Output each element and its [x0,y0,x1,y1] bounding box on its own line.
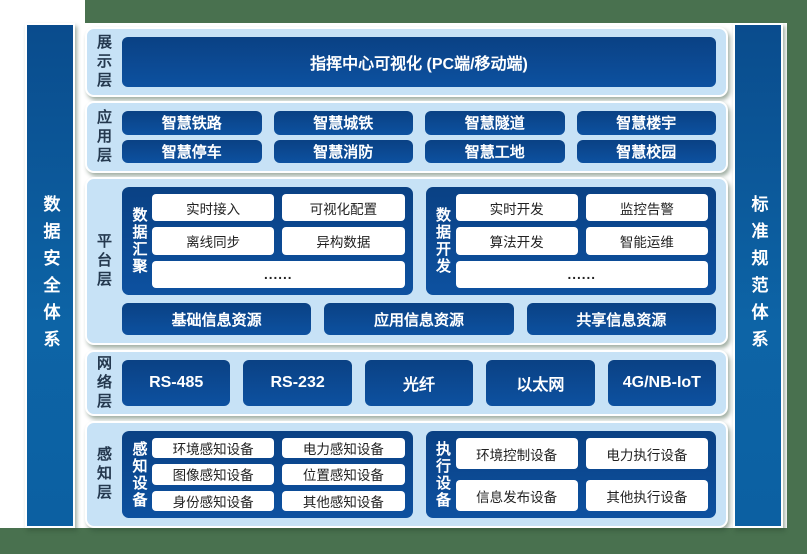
net-box-rs485: RS-485 [122,360,231,406]
pill-other-actuator: 其他执行设备 [585,480,708,511]
command-center-bar: 指挥中心可视化 (PC端/移动端) [122,37,716,87]
pill-visual-config: 可视化配置 [282,194,405,222]
perception-layer-label: 感知层 [87,423,120,526]
actuator-devices-title-text: 执行设备 [434,440,451,509]
actuator-devices-title: 执行设备 [430,438,456,511]
display-layer-body: 指挥中心可视化 (PC端/移动端) [120,29,726,95]
perception-layer-body: 感知设备 环境感知设备 电力感知设备 图像感知设备 位置感知设备 身份感知设备 [120,423,726,526]
pill-more-aggregation: ...... [152,260,405,288]
sensing-devices-group: 感知设备 环境感知设备 电力感知设备 图像感知设备 位置感知设备 身份感知设备 [122,431,413,518]
net-box-4g-nbiot: 4G/NB-IoT [607,360,717,406]
pill-power-sensing: 电力感知设备 [282,438,405,459]
pill-intelligent-ops: 智能运维 [585,227,708,255]
data-development-group: 数据开发 实时开发 监控告警 算法开发 智能运维 ...... [425,187,716,295]
perception-layer-label-text: 感知层 [95,446,112,503]
net-box-fiber: 光纤 [364,360,474,406]
app-box-smart-fire: 智慧消防 [273,139,413,163]
app-box-smart-site: 智慧工地 [425,139,565,163]
pill-realtime-dev: 实时开发 [455,194,578,222]
resource-basic-info: 基础信息资源 [122,303,312,335]
application-layer-body: 智慧铁路 智慧城铁 智慧隧道 智慧楼宇 智慧停车 智慧消防 智慧工地 智慧校园 [120,103,726,171]
network-layer-body: RS-485 RS-232 光纤 以太网 4G/NB-IoT [120,352,726,414]
pillar-data-security-label: 数据安全体系 [40,194,60,357]
network-layer-label: 网络层 [87,352,120,414]
platform-layer-panel: 平台层 数据汇聚 实时接入 可视化配置 离线同步 异构数据 [85,177,728,345]
pill-env-control: 环境控制设备 [455,438,578,469]
data-aggregation-title: 数据汇聚 [126,194,152,288]
net-box-rs232: RS-232 [243,360,352,406]
pill-info-publish: 信息发布设备 [455,480,578,511]
display-layer-label: 展示层 [87,29,120,95]
app-box-smart-railway: 智慧铁路 [122,111,262,135]
display-layer-panel: 展示层 指挥中心可视化 (PC端/移动端) [85,27,728,97]
resource-shared-info: 共享信息资源 [526,303,716,335]
resource-application-info: 应用信息资源 [324,303,514,335]
pill-env-sensing: 环境感知设备 [152,438,275,459]
data-development-title: 数据开发 [430,194,456,288]
app-box-smart-metro: 智慧城铁 [273,111,413,135]
pill-power-actuator: 电力执行设备 [585,438,708,469]
perception-layer-panel: 感知层 感知设备 环境感知设备 电力感知设备 图像感知设备 位置感知 [85,421,728,528]
pillar-standards: 标准规范体系 [733,23,783,528]
application-layer-label: 应用层 [87,103,120,171]
pill-other-sensing: 其他感知设备 [282,490,405,511]
data-aggregation-group: 数据汇聚 实时接入 可视化配置 离线同步 异构数据 ...... [122,187,413,295]
sensing-devices-title: 感知设备 [126,438,152,511]
platform-layer-body: 数据汇聚 实时接入 可视化配置 离线同步 异构数据 ...... [120,179,726,343]
platform-layer-label-text: 平台层 [95,232,112,290]
network-layer-panel: 网络层 RS-485 RS-232 光纤 以太网 4G/NB-IoT [85,350,728,416]
pill-more-development: ...... [455,260,708,288]
actuator-devices-group: 执行设备 环境控制设备 电力执行设备 信息发布设备 其他执行设备 [425,431,716,518]
pillar-standards-label: 标准规范体系 [748,194,768,357]
pill-monitor-alert: 监控告警 [585,194,708,222]
pill-realtime-ingest: 实时接入 [152,194,275,222]
pill-heterogeneous-data: 异构数据 [282,227,405,255]
display-layer-label-text: 展示层 [95,33,112,91]
pill-location-sensing: 位置感知设备 [282,464,405,485]
application-layer-label-text: 应用层 [95,108,112,166]
platform-layer-label: 平台层 [87,179,120,343]
canvas-corner-patch [0,0,85,23]
app-box-smart-tunnel: 智慧隧道 [425,111,565,135]
app-box-smart-building: 智慧楼宇 [576,111,716,135]
network-layer-label-text: 网络层 [95,354,112,412]
data-aggregation-title-text: 数据汇聚 [130,207,148,275]
sensing-devices-title-text: 感知设备 [130,440,148,509]
pill-image-sensing: 图像感知设备 [152,464,275,485]
application-layer-panel: 应用层 智慧铁路 智慧城铁 智慧隧道 智慧楼宇 智慧停车 智慧消防 智慧工地 智… [85,101,728,173]
net-box-ethernet: 以太网 [486,360,595,406]
app-box-smart-parking: 智慧停车 [122,139,262,163]
app-box-smart-campus: 智慧校园 [576,139,716,163]
pill-identity-sensing: 身份感知设备 [152,490,275,511]
data-development-title-text: 数据开发 [434,207,451,275]
pillar-data-security: 数据安全体系 [25,23,75,528]
pill-algorithm-dev: 算法开发 [455,227,578,255]
pill-offline-sync: 离线同步 [152,227,275,255]
